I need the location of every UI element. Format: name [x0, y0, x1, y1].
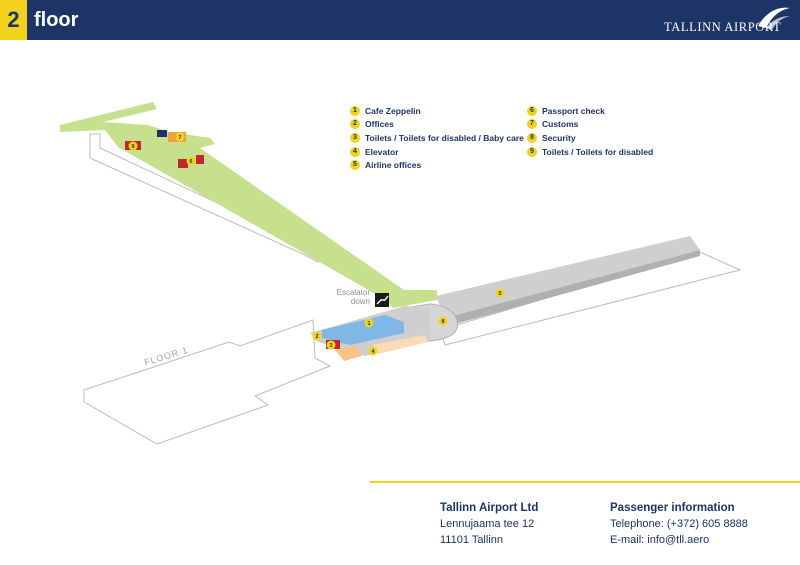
passenger-info: Passenger information Telephone: (+372) …: [610, 500, 748, 548]
legend-label: Offices: [365, 119, 394, 130]
svg-text:6: 6: [189, 159, 192, 165]
company-name: Tallinn Airport Ltd: [440, 502, 539, 514]
legend-number: 6: [527, 105, 537, 116]
svg-text:8: 8: [441, 319, 444, 325]
svg-text:1: 1: [367, 321, 370, 327]
blue-area: [322, 315, 404, 345]
telephone: Telephone: (+372) 605 8888: [610, 518, 748, 530]
header-bar: 2 floor TALLINN AIRPORT: [0, 0, 800, 40]
facility-block-6b: [196, 155, 204, 164]
legend-number: 4: [350, 146, 360, 157]
legend-item: 8 Security: [527, 131, 653, 145]
legend-label: Passport check: [542, 105, 605, 116]
address-line-2: 11101 Tallinn: [440, 534, 503, 546]
legend-label: Elevator: [365, 146, 399, 157]
legend-item: 4 Elevator: [350, 145, 524, 159]
legend-label: Security: [542, 132, 576, 143]
floor-title: floor: [34, 9, 79, 31]
legend-number: 7: [527, 119, 537, 130]
dark-block: [157, 130, 167, 137]
legend-number: 8: [527, 132, 537, 143]
footer-divider: [370, 481, 800, 483]
orange-area: [335, 345, 362, 361]
svg-text:3: 3: [329, 343, 332, 349]
green-concourse: [60, 102, 437, 308]
orange-area-2: [372, 335, 428, 354]
legend-item: 6 Passport check: [527, 104, 653, 118]
facility-block-6: [178, 159, 188, 168]
map-markers: 1 2 3 4 5 6 7 8 9: [128, 132, 505, 356]
grey-pier: [436, 236, 700, 318]
legend-item: 5 Airline offices: [350, 158, 524, 172]
svg-text:7: 7: [178, 135, 181, 141]
svg-text:5: 5: [498, 291, 501, 297]
legend-number: 3: [350, 132, 360, 143]
svg-text:9: 9: [131, 144, 134, 150]
passenger-info-title: Passenger information: [610, 502, 735, 514]
legend-item: 7 Customs: [527, 118, 653, 132]
legend-label: Airline offices: [365, 160, 422, 171]
brand-name: TALLINN AIRPORT: [664, 20, 782, 34]
escalator-label-line2: down: [350, 297, 370, 306]
email[interactable]: E-mail: info@tll.aero: [610, 534, 710, 546]
legend-label: Customs: [542, 119, 579, 130]
legend-item: 9 Toilets / Toilets for disabled: [527, 145, 653, 159]
legend-left: 1 Cafe Zeppelin 2 Offices 3 Toilets / Toile…: [350, 104, 524, 172]
legend-number: 9: [527, 146, 537, 157]
airport-logo-icon: [758, 7, 790, 30]
address-line-1: Lennujaama tee 12: [440, 518, 535, 530]
legend-item: 3 Toilets / Toilets for disabled / Baby c…: [350, 131, 524, 145]
legend-right: 6 Passport check 7 Customs 8 Security 9 Toil…: [527, 104, 653, 158]
svg-text:2: 2: [315, 334, 318, 340]
legend-label: Toilets / Toilets for disabled: [542, 146, 654, 157]
legend-number: 1: [350, 105, 360, 116]
floor-map: 1 2 3 4 5 6 7 8 9: [60, 102, 742, 445]
escalator-label: Escalator down: [330, 288, 370, 306]
floor-number: 2: [0, 0, 27, 40]
legend-number: 2: [350, 119, 360, 130]
company-info: Tallinn Airport Ltd Lennujaama tee 12 11…: [440, 500, 538, 548]
escalator-label-line1: Escalator: [336, 288, 370, 297]
legend-number: 5: [350, 160, 360, 171]
floor1-outline: [83, 319, 332, 445]
legend-label: Cafe Zeppelin: [365, 105, 421, 116]
legend-item: 2 Offices: [350, 118, 524, 132]
grey-pier-side: [445, 250, 700, 326]
legend-label: Toilets / Toilets for disabled / Baby ca…: [365, 132, 524, 143]
legend-item: 1 Cafe Zeppelin: [350, 104, 524, 118]
svg-text:4: 4: [371, 349, 375, 355]
